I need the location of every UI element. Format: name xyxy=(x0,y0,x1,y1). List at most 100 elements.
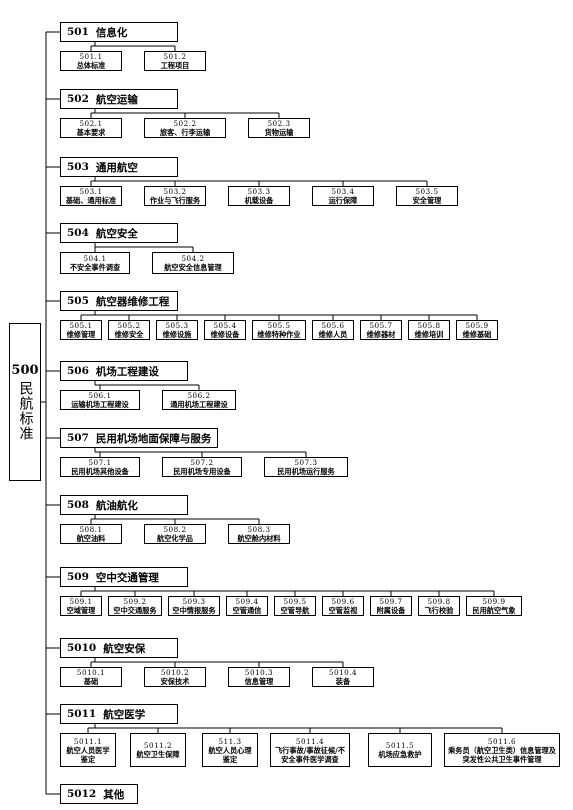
subcategory-name: 维修培训 xyxy=(414,330,444,339)
subcategory-code: 509.8 xyxy=(427,597,451,606)
category-code: 508 xyxy=(67,499,89,511)
category-name: 其他 xyxy=(103,788,125,801)
subcategory-name: 维修器材 xyxy=(366,330,396,339)
root-name: 民航标准 xyxy=(17,380,34,441)
subcategory-code: 509.1 xyxy=(69,597,93,606)
subcategory-name: 航空油料 xyxy=(76,534,106,543)
category-code: 507 xyxy=(67,432,89,444)
subcategory-code: 506.2 xyxy=(187,391,211,400)
subcategory-name: 航空安全信息管理 xyxy=(164,263,222,272)
subcategory-name: 航空化学品 xyxy=(157,534,193,543)
root-node: 500 民航标准 xyxy=(9,323,41,481)
subcategory-name: 民用机场运行服务 xyxy=(277,467,335,476)
subcategory-name: 总体标准 xyxy=(76,61,106,70)
category-503: 503 通用航空 xyxy=(60,157,178,177)
subcategory-code: 507.2 xyxy=(190,458,214,467)
category-name: 航油航化 xyxy=(95,499,138,512)
subcategory-code: 5010.4 xyxy=(328,668,358,677)
category-name: 空中交通管理 xyxy=(95,571,159,584)
subcategory-code: 503.1 xyxy=(79,187,103,196)
subcategory-name: 基本要求 xyxy=(76,128,106,137)
subcategory-name: 基础 xyxy=(83,677,99,686)
subcategory-code: 509.9 xyxy=(482,597,506,606)
category-code: 5010 xyxy=(67,642,97,654)
subcategory-name: 装备 xyxy=(335,677,351,686)
subcategory-name: 工程项目 xyxy=(160,61,190,70)
subcategory-code: 5010.1 xyxy=(76,668,106,677)
subcategory-code: 5010.3 xyxy=(244,668,274,677)
subcategory-code: 511.3 xyxy=(218,736,242,746)
subcategory-name: 维修管理 xyxy=(66,330,96,339)
subcategory-name: 安全管理 xyxy=(412,196,442,205)
subcategory-code: 5010.2 xyxy=(160,668,190,677)
subcategory-name: 航空人员心理鉴定 xyxy=(208,745,252,764)
subcategory-code: 508.2 xyxy=(163,525,187,534)
subcategory-name: 空管导航 xyxy=(280,606,310,615)
subcategory-name: 空中交通服务 xyxy=(113,606,157,615)
subcategory-code: 503.3 xyxy=(247,187,271,196)
category-code: 503 xyxy=(67,161,89,173)
subcategory-name: 作业与飞行服务 xyxy=(149,196,201,205)
subcategory-name: 维修特种作业 xyxy=(257,330,301,339)
subcategory-code: 508.3 xyxy=(247,525,271,534)
category-name: 航空运输 xyxy=(95,93,138,106)
subcategory-code: 505.8 xyxy=(417,321,441,330)
subcategory-code: 505.3 xyxy=(165,321,189,330)
subcategory-code: 509.6 xyxy=(331,597,355,606)
subcategory-code: 505.6 xyxy=(321,321,345,330)
subcategory-code: 503.4 xyxy=(331,187,355,196)
category-name: 航空安保 xyxy=(103,642,146,655)
subcategory-code: 505.1 xyxy=(69,321,93,330)
subcategory-code: 508.1 xyxy=(79,525,103,534)
category-name: 航空器维修工程 xyxy=(95,295,170,308)
category-5010: 5010 航空安保 xyxy=(60,638,178,658)
category-name: 信息化 xyxy=(95,26,128,39)
subcategory-code: 502.2 xyxy=(173,119,197,128)
category-code: 5012 xyxy=(67,788,97,800)
subcategory-code: 504.1 xyxy=(83,254,107,263)
subcategory-code: 505.7 xyxy=(369,321,393,330)
subcategory-name: 维修安全 xyxy=(114,330,144,339)
subcategory-code: 503.5 xyxy=(415,187,439,196)
subcategory-code: 5011.5 xyxy=(385,741,415,750)
subcategory-code: 505.5 xyxy=(267,321,291,330)
subcategory-name: 货物运输 xyxy=(264,128,294,137)
subcategory-code: 501.1 xyxy=(79,52,103,61)
subcategory-name: 运行保障 xyxy=(328,196,358,205)
subcategory-code: 5011.1 xyxy=(73,736,103,746)
subcategory-name: 空中情报服务 xyxy=(172,606,216,615)
category-name: 通用航空 xyxy=(95,161,138,174)
subcategory-code: 509.3 xyxy=(182,597,206,606)
subcategory-code: 501.2 xyxy=(163,52,187,61)
subcategory-code: 509.2 xyxy=(123,597,147,606)
